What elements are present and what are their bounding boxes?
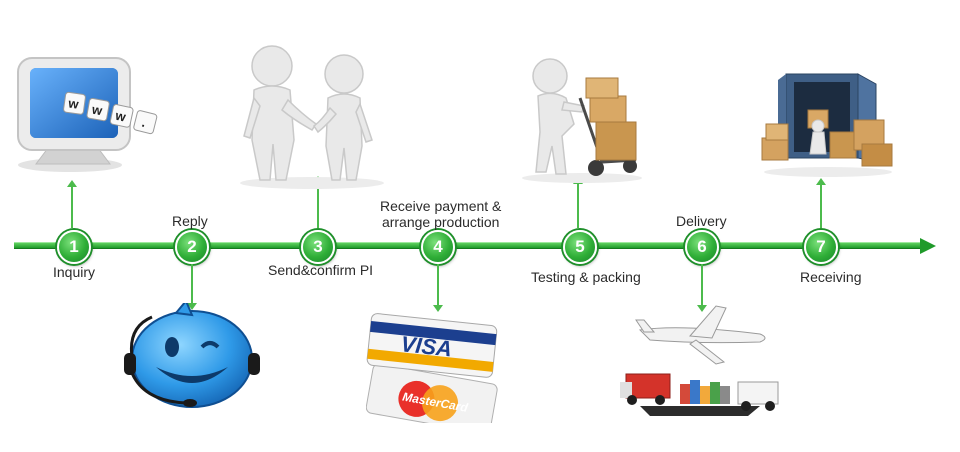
handshake-figures-icon (232, 40, 392, 190)
step-label-4-line2: arrange production (381, 214, 500, 230)
step-node-7: 7 (804, 230, 838, 264)
arrowhead-up-icon (816, 178, 826, 185)
arrowhead-down-icon (697, 305, 707, 312)
timeline-arrowhead (920, 238, 936, 254)
step-label-4: Receive payment & arrange production (380, 198, 501, 230)
step-label-6: Delivery (676, 213, 727, 229)
connector-down-6 (697, 264, 707, 312)
step-node-2: 2 (175, 230, 209, 264)
computer-www-icon: w w w . (8, 52, 180, 176)
monitor-key-3: w (113, 108, 128, 125)
step-node-5: 5 (563, 230, 597, 264)
container-boxes-icon (758, 66, 898, 178)
step-node-1: 1 (57, 230, 91, 264)
step-label-1: Inquiry (53, 264, 96, 280)
step-label-4-line1: Receive payment & (380, 198, 502, 214)
monitor-key-4: . (140, 115, 147, 130)
step-node-3: 3 (301, 230, 335, 264)
connector-up-5 (573, 177, 583, 228)
monitor-key-2: w (90, 101, 104, 118)
figure-hand-truck-boxes-icon (512, 52, 652, 184)
arrowhead-down-icon (433, 305, 443, 312)
step-label-7: Receiving (800, 269, 862, 285)
connector-up-7 (816, 178, 826, 228)
step-node-6: 6 (685, 230, 719, 264)
connector-down-4 (433, 264, 443, 312)
arrowhead-up-icon (67, 180, 77, 187)
step-label-3: Send&confirm PI (268, 262, 374, 278)
plane-ship-truck-icon (620, 300, 788, 420)
monitor-key-1: w (66, 95, 80, 112)
timeline-line (14, 242, 922, 249)
step-node-4: 4 (421, 230, 455, 264)
connector-up-1 (67, 180, 77, 228)
arrowhead-down-icon (187, 303, 197, 310)
connector-down-2 (187, 264, 197, 310)
visa-text: VISA (400, 331, 454, 361)
step-label-5: Testing & packing (531, 269, 641, 285)
credit-cards-icon: MasterCard VISA (366, 305, 516, 423)
step-label-2: Reply (172, 213, 208, 229)
smiley-headset-icon (122, 303, 262, 415)
